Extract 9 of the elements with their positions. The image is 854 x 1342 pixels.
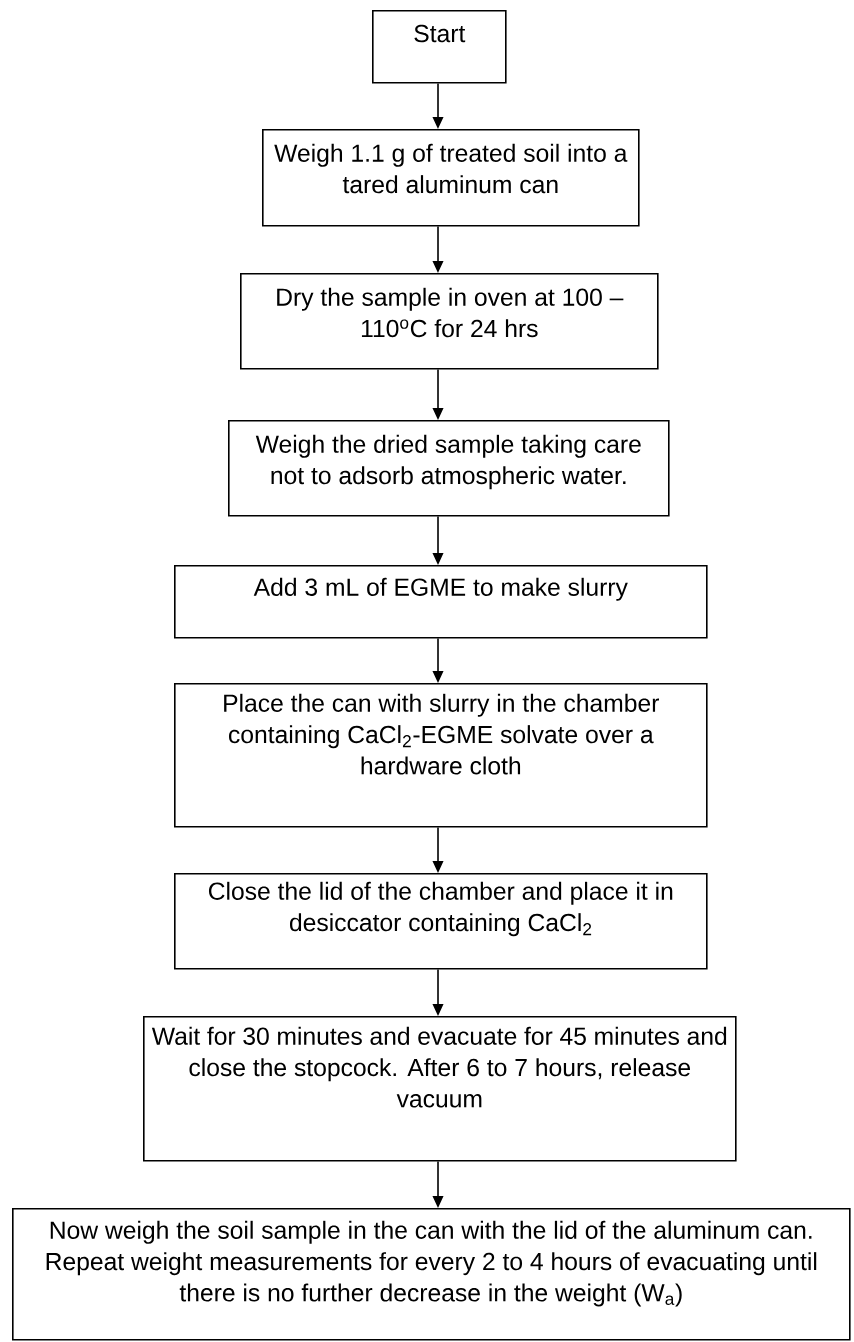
process-box: Wait for 30 minutes and evacuate for 45 minutes and close the stopcock. After 6 to 7 hours, release vacuum [143, 1016, 737, 1162]
process-box: Place the can with slurry in the chamber containing CaCl$_{2}$-EGME solvate over a hardware cloth [174, 683, 708, 828]
process-box: Close the lid of the chamber and place it in desiccator containing CaCl$_{2}$ [174, 873, 708, 970]
process-box: Add 3 mL of EGME to make slurry [174, 565, 708, 639]
process-box: Weigh the dried sample taking care not to adsorb atmospheric water. [228, 420, 670, 517]
process-box: Dry the sample in oven at 100 – 110$^{o}$C for 24 hrs [240, 273, 659, 370]
process-box: Start [372, 10, 507, 84]
process-box: Now weigh the soil sample in the can with the lid of the aluminum can. Repeat weight measurements for every 2 to 4 hours of evacuating until there is no further decrease in the weight (W$_{a}$) [12, 1208, 851, 1341]
process-box: Weigh 1.1 g of treated soil into a tared aluminum can [262, 129, 640, 227]
